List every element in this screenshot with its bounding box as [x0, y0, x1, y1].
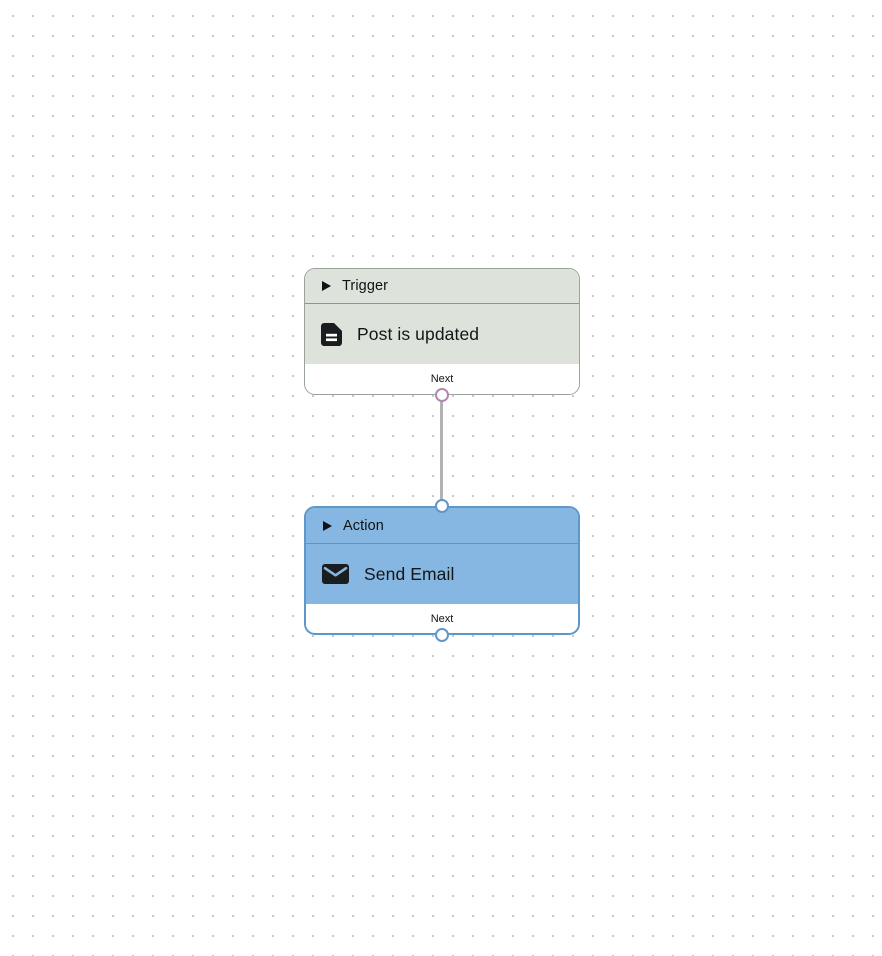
- action-node-footer: Next: [306, 604, 578, 627]
- collapse-arrow-icon[interactable]: [323, 520, 332, 531]
- action-input-port[interactable]: [435, 499, 449, 513]
- document-icon: [321, 322, 342, 346]
- action-next-label: Next: [430, 613, 454, 625]
- node-action[interactable]: Action Send Email Next: [304, 506, 580, 635]
- trigger-type-label: Trigger: [342, 278, 389, 294]
- node-trigger[interactable]: Trigger Post is updated Next: [304, 268, 580, 395]
- trigger-next-label: Next: [430, 373, 454, 385]
- action-type-label: Action: [343, 517, 384, 534]
- trigger-title: Post is updated: [357, 323, 480, 344]
- action-node-header[interactable]: Action: [306, 508, 578, 544]
- action-output-port[interactable]: [435, 628, 449, 642]
- trigger-node-body[interactable]: Post is updated: [305, 304, 579, 364]
- action-node-body[interactable]: Send Email: [306, 544, 578, 604]
- action-title: Send Email: [364, 563, 455, 584]
- mail-icon: [322, 564, 349, 584]
- trigger-node-footer: Next: [305, 364, 579, 387]
- trigger-output-port[interactable]: [435, 388, 449, 402]
- trigger-node-header[interactable]: Trigger: [305, 269, 579, 304]
- edge-trigger-to-action[interactable]: [440, 395, 443, 506]
- collapse-arrow-icon[interactable]: [322, 281, 331, 291]
